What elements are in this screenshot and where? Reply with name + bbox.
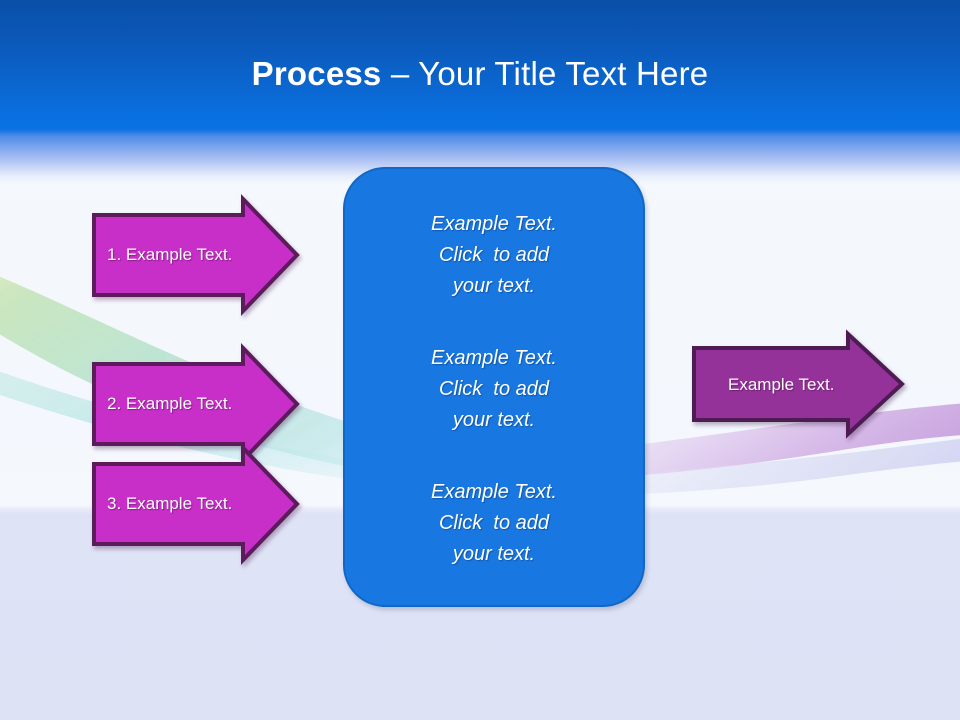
process-text-block-1: Example Text. Click to add your text.	[379, 209, 609, 302]
input-arrow-3[interactable]: 3. Example Text.	[88, 442, 303, 566]
process-text-block-3-line-3: your text.	[452, 543, 536, 565]
process-text-block-2: Example Text. Click to add your text.	[379, 343, 609, 436]
output-arrow[interactable]: Example Text.	[688, 328, 908, 440]
input-arrow-1-shape	[92, 194, 300, 316]
process-text-block-1-line-3: your text.	[452, 275, 536, 297]
process-text-block-3-line-1: Example Text.	[431, 481, 557, 503]
page-title: Process – Your Title Text Here	[0, 52, 960, 96]
input-arrow-1[interactable]: 1. Example Text.	[88, 193, 303, 317]
process-text-block-1-line-1: Example Text.	[431, 213, 557, 235]
process-text-block-2-line-2: Click to add	[438, 378, 550, 400]
input-arrow-2-shape	[92, 343, 300, 465]
input-arrow-2[interactable]: 2. Example Text.	[88, 342, 303, 466]
output-arrow-label: Example Text.	[728, 375, 835, 394]
process-box[interactable]: Example Text. Click to add your text. Ex…	[343, 167, 645, 607]
header-gradient-band	[0, 0, 960, 185]
input-arrow-1-label: 1. Example Text.	[107, 245, 233, 264]
process-text-block-3: Example Text. Click to add your text.	[379, 477, 609, 570]
output-arrow-shape	[692, 329, 905, 439]
input-arrow-3-label: 3. Example Text.	[107, 494, 233, 513]
title-rest: – Your Title Text Here	[381, 55, 709, 92]
input-arrow-3-shape	[92, 443, 300, 565]
process-text-block-3-line-2: Click to add	[438, 512, 550, 534]
process-text-block-2-line-1: Example Text.	[431, 347, 557, 369]
input-arrow-2-label: 2. Example Text.	[107, 394, 233, 413]
title-strong: Process	[251, 55, 382, 92]
process-text-block-1-line-2: Click to add	[438, 244, 550, 266]
process-text-block-2-line-3: your text.	[452, 409, 536, 431]
